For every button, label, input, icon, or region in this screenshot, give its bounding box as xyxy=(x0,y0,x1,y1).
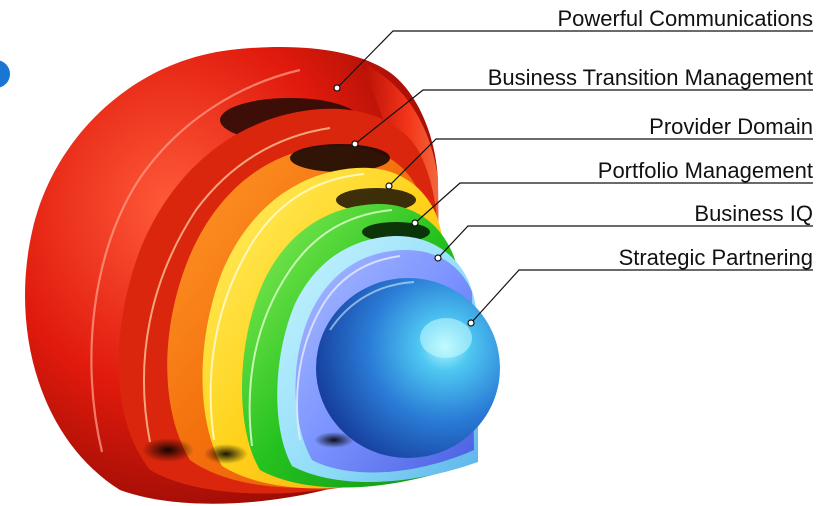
leader-strategic-partnering xyxy=(470,269,813,324)
leader-business-transition-management xyxy=(354,89,813,145)
leader-powerful-communications xyxy=(336,30,813,89)
leader-provider-domain xyxy=(388,138,813,187)
blue-sphere xyxy=(316,278,500,458)
label-strategic-partnering: Strategic Partnering xyxy=(619,245,813,270)
label-business-transition-management: Business Transition Management xyxy=(488,65,813,90)
callout-leaders xyxy=(333,30,813,327)
leader-portfolio-management xyxy=(414,182,813,224)
leader-dot xyxy=(333,84,341,92)
label-portfolio-management: Portfolio Management xyxy=(598,158,813,183)
leader-dot xyxy=(385,182,393,190)
callout-labels: Powerful Communications Business Transit… xyxy=(488,6,813,270)
leader-dot xyxy=(467,319,475,327)
edge-circle-icon xyxy=(0,60,10,88)
label-provider-domain: Provider Domain xyxy=(649,114,813,139)
leader-dot xyxy=(434,254,442,262)
label-business-iq: Business IQ xyxy=(694,201,813,226)
leader-business-iq xyxy=(437,225,813,259)
label-powerful-communications: Powerful Communications xyxy=(557,6,813,31)
leader-dot xyxy=(351,140,359,148)
leader-dot xyxy=(411,219,419,227)
